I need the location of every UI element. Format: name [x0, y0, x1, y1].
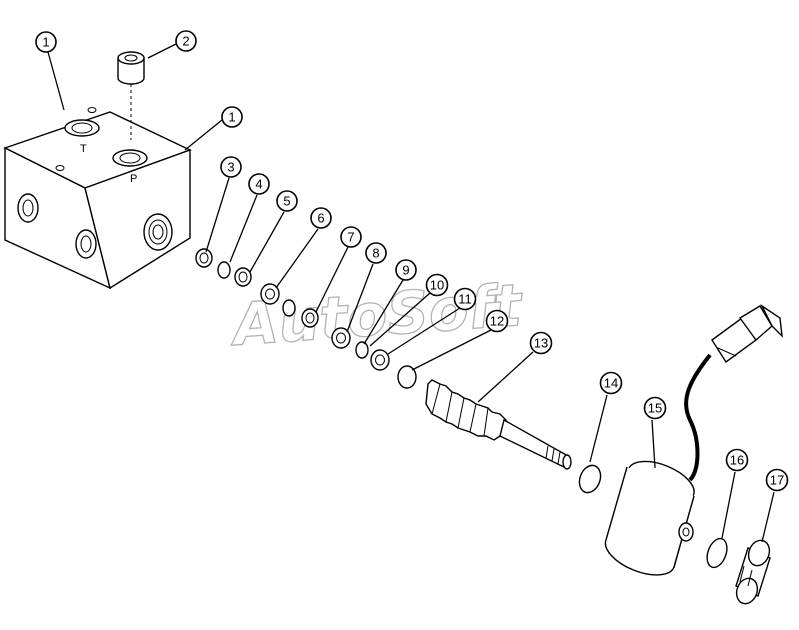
svg-text:8: 8	[372, 246, 379, 261]
callout: 14	[599, 371, 623, 395]
callout: 3	[220, 156, 242, 178]
port-label-pressure: P	[130, 173, 137, 185]
valve-body: T P	[3, 107, 192, 290]
port-label-tank: T	[80, 143, 87, 155]
nut	[735, 539, 771, 605]
svg-text:1: 1	[42, 35, 49, 50]
callout: 13	[529, 331, 553, 355]
svg-text:9: 9	[402, 263, 409, 278]
callout: 7	[340, 226, 362, 248]
callout: 4	[248, 173, 270, 195]
svg-text:4: 4	[255, 177, 262, 192]
svg-text:7: 7	[347, 230, 354, 245]
callout: 9	[395, 259, 417, 281]
callout: 1	[221, 106, 243, 128]
callout: 11	[453, 287, 477, 311]
callout: 2	[175, 30, 197, 52]
callout: 1	[35, 31, 57, 53]
callout: 15	[643, 396, 667, 420]
wire-connector	[711, 303, 783, 364]
callout: 8	[365, 242, 387, 264]
svg-text:14: 14	[604, 376, 618, 391]
leader-lines	[47, 43, 775, 543]
svg-text:1: 1	[228, 110, 235, 125]
svg-text:15: 15	[648, 401, 662, 416]
svg-text:3: 3	[227, 160, 234, 175]
svg-text:17: 17	[770, 473, 784, 488]
svg-text:12: 12	[490, 314, 504, 329]
seal-kit	[195, 248, 417, 389]
svg-text:11: 11	[458, 292, 472, 307]
o-ring-16	[706, 537, 728, 569]
svg-text:13: 13	[534, 336, 548, 351]
callout: 17	[765, 468, 789, 492]
plug	[117, 51, 145, 140]
svg-text:5: 5	[283, 194, 290, 209]
callout: 6	[310, 207, 332, 229]
solenoid-coil	[604, 303, 783, 576]
svg-text:2: 2	[182, 34, 189, 49]
callout: 5	[276, 190, 298, 212]
callout: 16	[725, 448, 749, 472]
cartridge-valve	[425, 379, 572, 470]
o-ring-14	[578, 464, 602, 494]
callout: 10	[425, 273, 449, 297]
svg-text:10: 10	[430, 278, 444, 293]
svg-text:16: 16	[730, 453, 744, 468]
callout: 12	[485, 309, 509, 333]
svg-text:6: 6	[317, 211, 324, 226]
